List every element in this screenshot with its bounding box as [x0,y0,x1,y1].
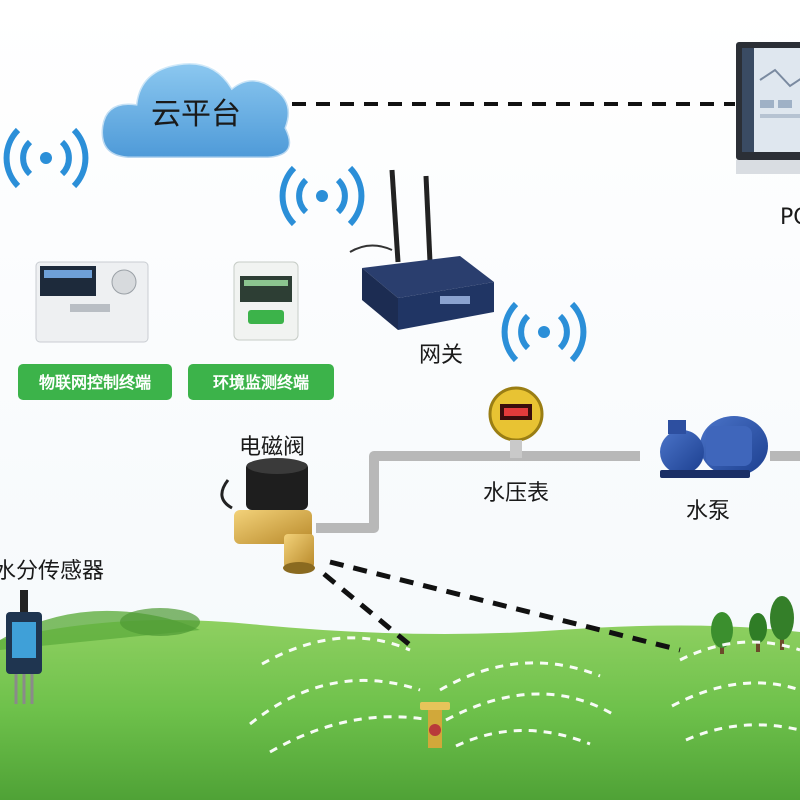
env-monitor-terminal [233,261,299,341]
wifi-icon-pressure [501,301,587,363]
sprinkler-spray [249,636,800,754]
wifi-icon-gateway [279,165,365,227]
pc-monitor: PC [736,42,800,230]
grass-field [0,608,800,800]
wifi-icon-left [3,127,89,189]
water-pump: 水泵 [660,416,768,524]
control-lines [322,559,681,653]
iot-terminal-label: 物联网控制终端 [39,373,151,392]
pressure-label: 水压表 [483,481,549,506]
pc-label: PC [780,205,800,230]
water-pipe [316,451,800,533]
gateway-label: 网关 [419,343,463,368]
gateway-router: 网关 [349,169,494,368]
cloud-platform: 云平台 [100,61,292,160]
pressure-gauge: 水压表 [483,386,549,506]
moisture-sensor: 水分传感器 [0,559,104,704]
env-terminal-label: 环境监测终端 [213,373,309,392]
solenoid-label: 电磁阀 [239,435,305,460]
iot-terminal-badge: 物联网控制终端 [18,364,172,400]
cloud-label: 云平台 [151,97,241,132]
trees [711,596,794,654]
sprinkler-head [420,702,450,748]
sensor-label: 水分传感器 [0,559,104,584]
solenoid-valve: 电磁阀 [220,435,315,574]
pump-label: 水泵 [686,499,730,524]
iot-control-terminal [35,261,149,343]
env-terminal-badge: 环境监测终端 [188,364,334,400]
